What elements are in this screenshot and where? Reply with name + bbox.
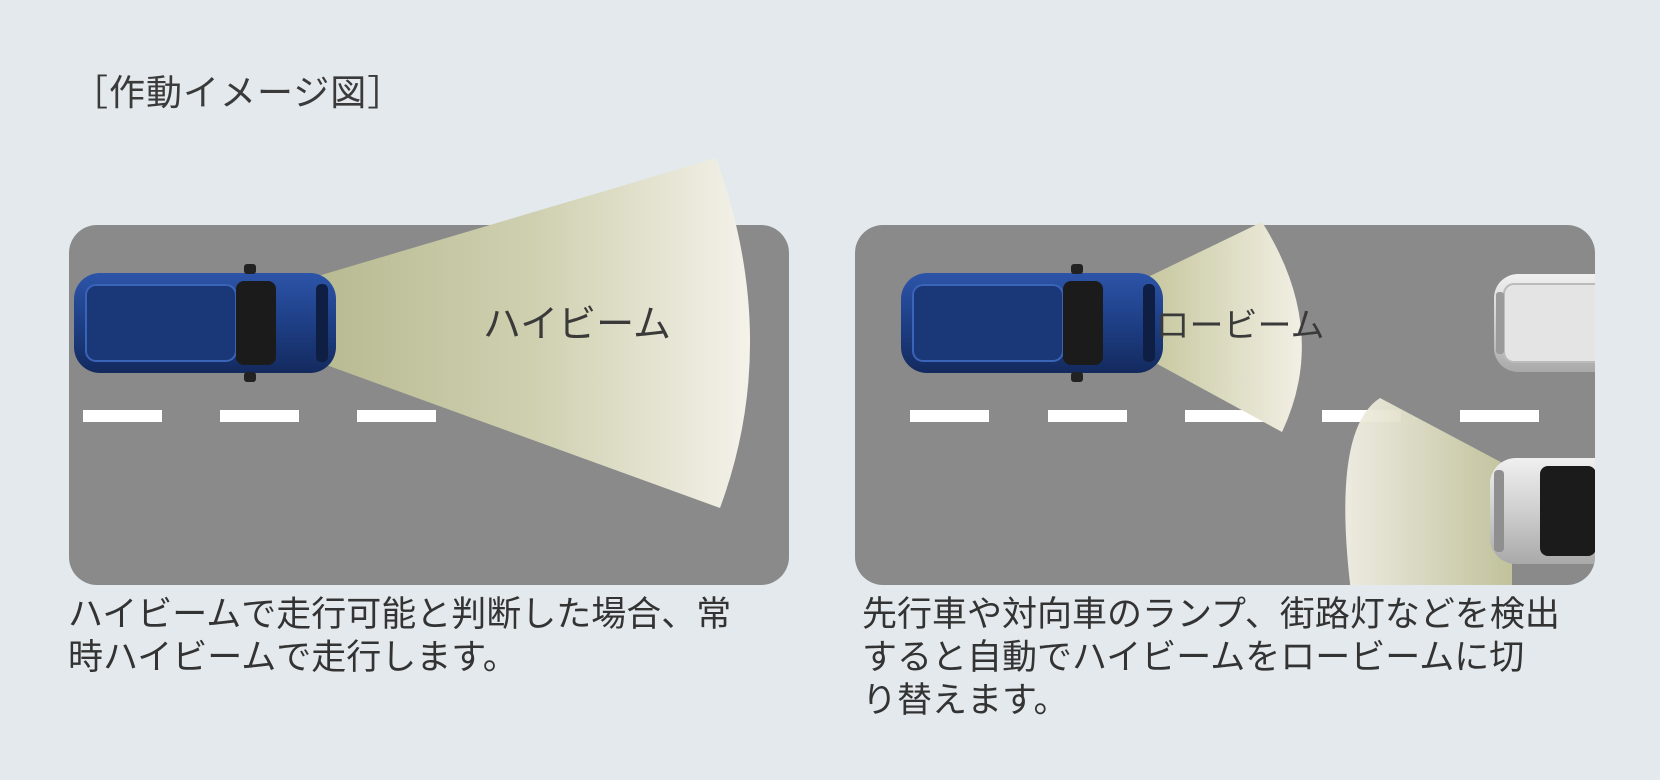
oncoming-car-icon [1490,458,1595,564]
low-beam-caption: 先行車や対向車のランプ、街路灯などを検出 すると自動でハイビームをロービームに切… [862,594,1560,723]
low-beam-panel: ロービーム [855,222,1595,585]
high-beam-illustration: ハイビーム [69,158,789,585]
oncoming-beam-cone [1345,398,1512,585]
high-beam-caption: ハイビームで走行可能と判断した場合、常 時ハイビームで走行します。 [68,594,731,680]
low-beam-illustration: ロービーム [855,222,1595,585]
caption-line: ハイビームで走行可能と判断した場合、常 [68,595,732,635]
lane-markings [910,410,1539,422]
caption-line: り替えます。 [862,681,1069,721]
caption-line: 時ハイビームで走行します。 [68,638,518,678]
caption-line: すると自動でハイビームをロービームに切 [862,638,1525,678]
preceding-car-icon [1494,274,1595,372]
own-car-icon [901,264,1163,382]
high-beam-panel: ハイビーム [0,0,800,600]
diagram-heading: ［作動イメージ図］ [72,73,405,114]
caption-line: 先行車や対向車のランプ、街路灯などを検出 [862,595,1560,635]
low-beam-cone [1150,222,1302,432]
high-beam-label: ハイビーム [483,302,671,346]
low-beam-label: ロービーム [1156,306,1325,346]
own-car-icon [74,264,336,382]
high-beam-cone [318,158,751,508]
